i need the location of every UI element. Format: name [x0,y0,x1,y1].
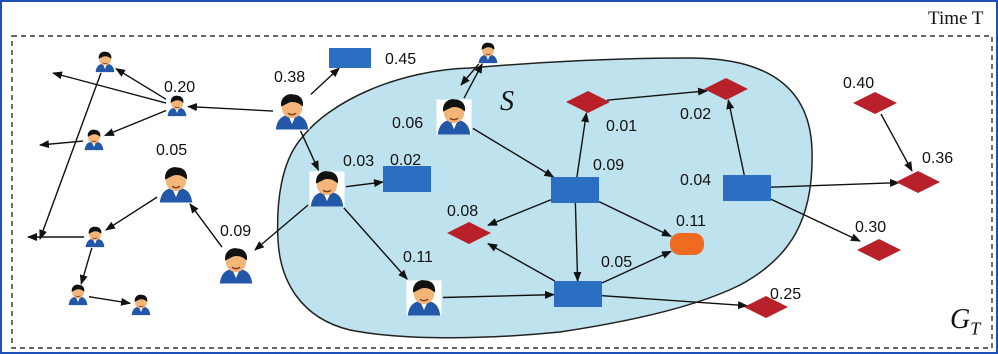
weight-label-r4: 0.25 [770,286,801,303]
edge-p8-b2 [345,179,384,188]
edge-p9-p7 [189,203,223,248]
subset-label: S [500,86,514,117]
graph-label: GT [950,304,980,340]
weight-label-p4: 0.38 [274,69,305,86]
person-p3-icon [83,129,105,151]
person-p8-icon [308,170,346,208]
edge-p4-b1 [310,67,340,95]
edge-b5-r3 [487,243,556,282]
person-p13-icon [405,279,443,317]
rectangle-node-b2-icon [383,166,431,192]
edge-p5-out4 [460,63,480,86]
graph-label-main: G [950,304,971,335]
edge-p4-p2 [186,103,274,112]
person-p7-icon [157,166,195,204]
person-p4-icon [273,93,311,131]
edge-p2-p1 [115,68,167,100]
edge-p4-p8 [299,130,320,172]
person-p5-icon [477,42,499,64]
graph-label-sub: T [970,318,981,339]
edge-b3-r1 [576,112,590,178]
weight-label-b1: 0.45 [385,51,416,68]
weight-label-b5: 0.05 [601,254,632,271]
weight-label-p2: 0.20 [164,79,195,96]
diamond-node-r4-icon [744,296,788,318]
edge-b4-r6 [770,178,900,188]
edge-p2-out1 [52,71,167,104]
edge-r5-r6 [880,113,913,172]
edge-p13-b5 [442,290,555,299]
edge-p2-p3 [103,109,167,137]
person-p9-icon [217,247,255,285]
weight-label-r7: 0.30 [855,219,886,236]
time-label: Time T [928,8,984,29]
edge-b3-o1 [598,200,672,237]
weight-label-p9: 0.09 [220,223,251,240]
weight-label-p8: 0.03 [343,153,374,170]
weight-label-p7: 0.05 [156,142,187,159]
edge-b5-r4 [601,294,748,310]
weight-label-p6: 0.06 [392,115,423,132]
edges-layer [27,63,913,310]
weight-label-b4: 0.04 [680,172,711,189]
weight-label-o1: 0.11 [676,213,706,230]
edge-b3-b5 [573,202,582,282]
weight-label-r1: 0.01 [606,118,637,135]
edge-b4-r7 [770,198,861,242]
weight-label-r2: 0.02 [680,106,711,123]
edge-r1-r2 [606,87,708,101]
rectangle-node-b5-icon [554,281,602,307]
rectangle-node-b4-icon [723,175,771,201]
edge-b5-o1 [601,250,672,284]
edge-p8-p13 [343,207,408,280]
edge-b4-r2 [726,99,745,176]
weight-label-r3: 0.08 [447,203,478,220]
weight-label-r5: 0.40 [843,75,874,92]
edge-p6-p5 [463,63,483,99]
diamond-node-r6-icon [896,171,940,193]
person-p1-icon [94,51,116,73]
diamond-node-r5-icon [853,92,897,114]
subset-region [276,57,813,339]
diamond-node-r1-icon [566,91,610,113]
dashed-border [11,35,993,349]
edge-p8-p9 [254,204,309,251]
diamond-node-r2-icon [704,78,748,100]
diamond-node-r3-icon [447,222,491,244]
rounded-node-o1-icon [670,233,704,255]
nodes-layer [67,42,940,318]
person-p12-icon [130,294,152,316]
edge-b3-r3 [487,199,552,226]
weight-label-b3: 0.09 [593,157,624,174]
edge-p1-out3 [39,72,102,240]
person-p10-icon [84,226,106,248]
weight-label-b2: 0.02 [390,152,421,169]
person-p2-icon [166,95,188,117]
person-p6-icon [435,98,473,136]
edge-p11-p12 [88,296,132,306]
rectangle-node-b1-icon [329,48,371,68]
edge-p7-p10 [105,196,158,231]
weight-label-r6: 0.36 [922,150,953,167]
labels-layer: 0.20 0.38 0.45 0.06 0.05 0.03 0.02 0.09 0.11 0.01… [156,51,953,303]
person-p11-icon [67,284,89,306]
weight-label-p13: 0.11 [403,249,433,266]
diamond-node-r7-icon [857,239,901,261]
edge-p10-p11 [79,247,93,286]
rectangle-node-b3-icon [551,177,599,203]
edge-p6-b3 [472,127,555,178]
edge-p3-out2 [39,140,84,149]
